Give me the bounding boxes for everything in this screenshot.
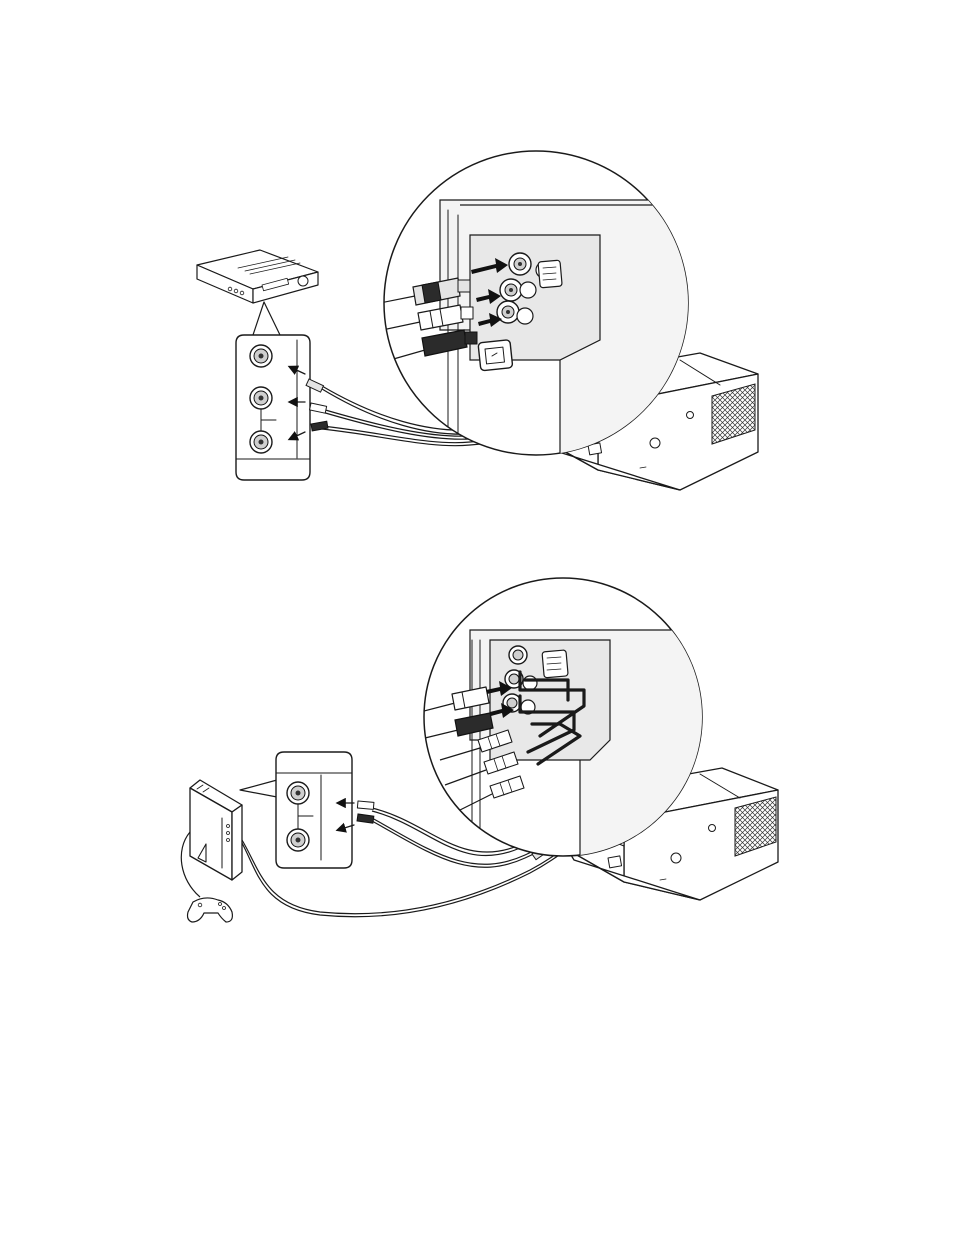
figure-video-equipment	[197, 151, 758, 490]
callout-pointer	[240, 780, 277, 797]
white-plug	[310, 403, 327, 413]
callout-pointer	[253, 302, 280, 335]
video-out-jack	[250, 345, 272, 367]
console-output-jack-panel	[276, 752, 354, 868]
projector-video-in-jack	[509, 253, 531, 275]
audio-out-l-jack	[287, 782, 309, 804]
projector-audio-in-l-jack	[500, 279, 522, 301]
figure-game-console	[181, 578, 778, 922]
video-player-icon	[197, 250, 318, 303]
audio-out-r-jack	[287, 829, 309, 851]
game-console-icon	[190, 780, 242, 880]
audio-out-l-jack	[250, 387, 272, 409]
audio-out-r-jack	[250, 431, 272, 453]
vcr-output-jack-panel	[236, 335, 310, 480]
red-plug	[357, 814, 374, 823]
white-plug	[357, 801, 374, 809]
